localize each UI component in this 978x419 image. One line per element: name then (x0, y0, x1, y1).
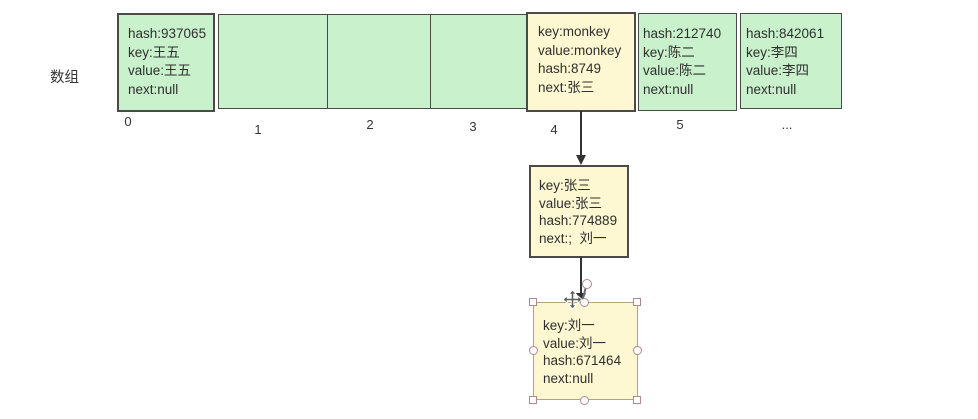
array-cell-6[interactable]: hash:842061 key:李四 value:李四 next:null (740, 13, 842, 109)
node-text-line: key:刘一 (543, 318, 595, 333)
selection-handle-middle-right[interactable] (633, 346, 642, 355)
cell-divider (326, 15, 328, 108)
node-text-line: hash:671464 (543, 353, 622, 368)
array-cell-0[interactable]: hash:937065 key:王五 value:王五 next:null (117, 13, 215, 112)
array-cell-5[interactable]: hash:212740 key:陈二 value:陈二 next:null (638, 13, 737, 111)
node-text-line: next:; 刘一 (539, 230, 607, 246)
cell-text-line: next:张三 (538, 79, 595, 95)
array-index-4: 4 (550, 122, 558, 137)
cell-text-line: key:李四 (746, 44, 798, 60)
node-zhangsan[interactable]: key:张三 value:张三 hash:774889 next:; 刘一 (529, 165, 629, 258)
connector-line (580, 111, 582, 156)
selection-handle-bottom-left[interactable] (529, 396, 537, 404)
cell-text-line: next:null (746, 81, 797, 97)
cell-text-line: value:陈二 (643, 63, 707, 78)
cell-text-line: next:null (643, 81, 694, 97)
array-index-3: 3 (469, 119, 477, 134)
array-index-ellipsis: ... (781, 117, 793, 132)
cell-text-line: value:monkey (538, 42, 622, 58)
connector-line (580, 257, 582, 294)
cell-text-line: hash:212740 (643, 26, 722, 41)
array-label: 数组 (50, 70, 79, 86)
cell-text-line: next:null (128, 81, 179, 97)
selection-handle-top-center[interactable] (580, 298, 589, 307)
array-index-0: 0 (124, 114, 132, 129)
selection-handle-bottom-right[interactable] (633, 396, 641, 404)
array-index-1: 1 (254, 122, 262, 137)
arrowhead-down-icon (576, 155, 586, 165)
cell-text-line: value:李四 (746, 63, 810, 78)
node-text-line: value:张三 (539, 195, 603, 211)
node-text-line: value:刘一 (543, 335, 607, 351)
selection-handle-top-left[interactable] (529, 298, 537, 306)
array-index-5: 5 (676, 117, 684, 132)
cell-text-line: hash:937065 (128, 26, 207, 41)
cell-text-line: hash:842061 (746, 26, 825, 41)
array-index-2: 2 (366, 117, 374, 132)
cell-text-line: key:王五 (128, 44, 180, 60)
cell-text-line: hash:8749 (538, 61, 602, 76)
selection-handle-top-right[interactable] (633, 298, 641, 306)
move-cursor-icon (563, 290, 582, 309)
cell-divider (429, 15, 431, 108)
cell-text-line: value:王五 (128, 63, 192, 78)
cell-text-line: key:陈二 (643, 44, 695, 60)
node-text-line: hash:774889 (539, 213, 618, 228)
array-cell-4[interactable]: key:monkey value:monkey hash:8749 next:张… (526, 12, 636, 112)
rotate-handle[interactable] (582, 279, 592, 289)
selection-handle-middle-left[interactable] (529, 346, 538, 355)
node-text-line: next:null (543, 370, 594, 386)
cell-text-line: key:monkey (538, 24, 611, 39)
selection-handle-bottom-center[interactable] (580, 396, 589, 405)
node-liuyi[interactable]: key:刘一 value:刘一 hash:671464 next:null (533, 302, 638, 400)
array-cells-1-3[interactable] (218, 14, 527, 109)
node-text-line: key:张三 (539, 178, 591, 193)
